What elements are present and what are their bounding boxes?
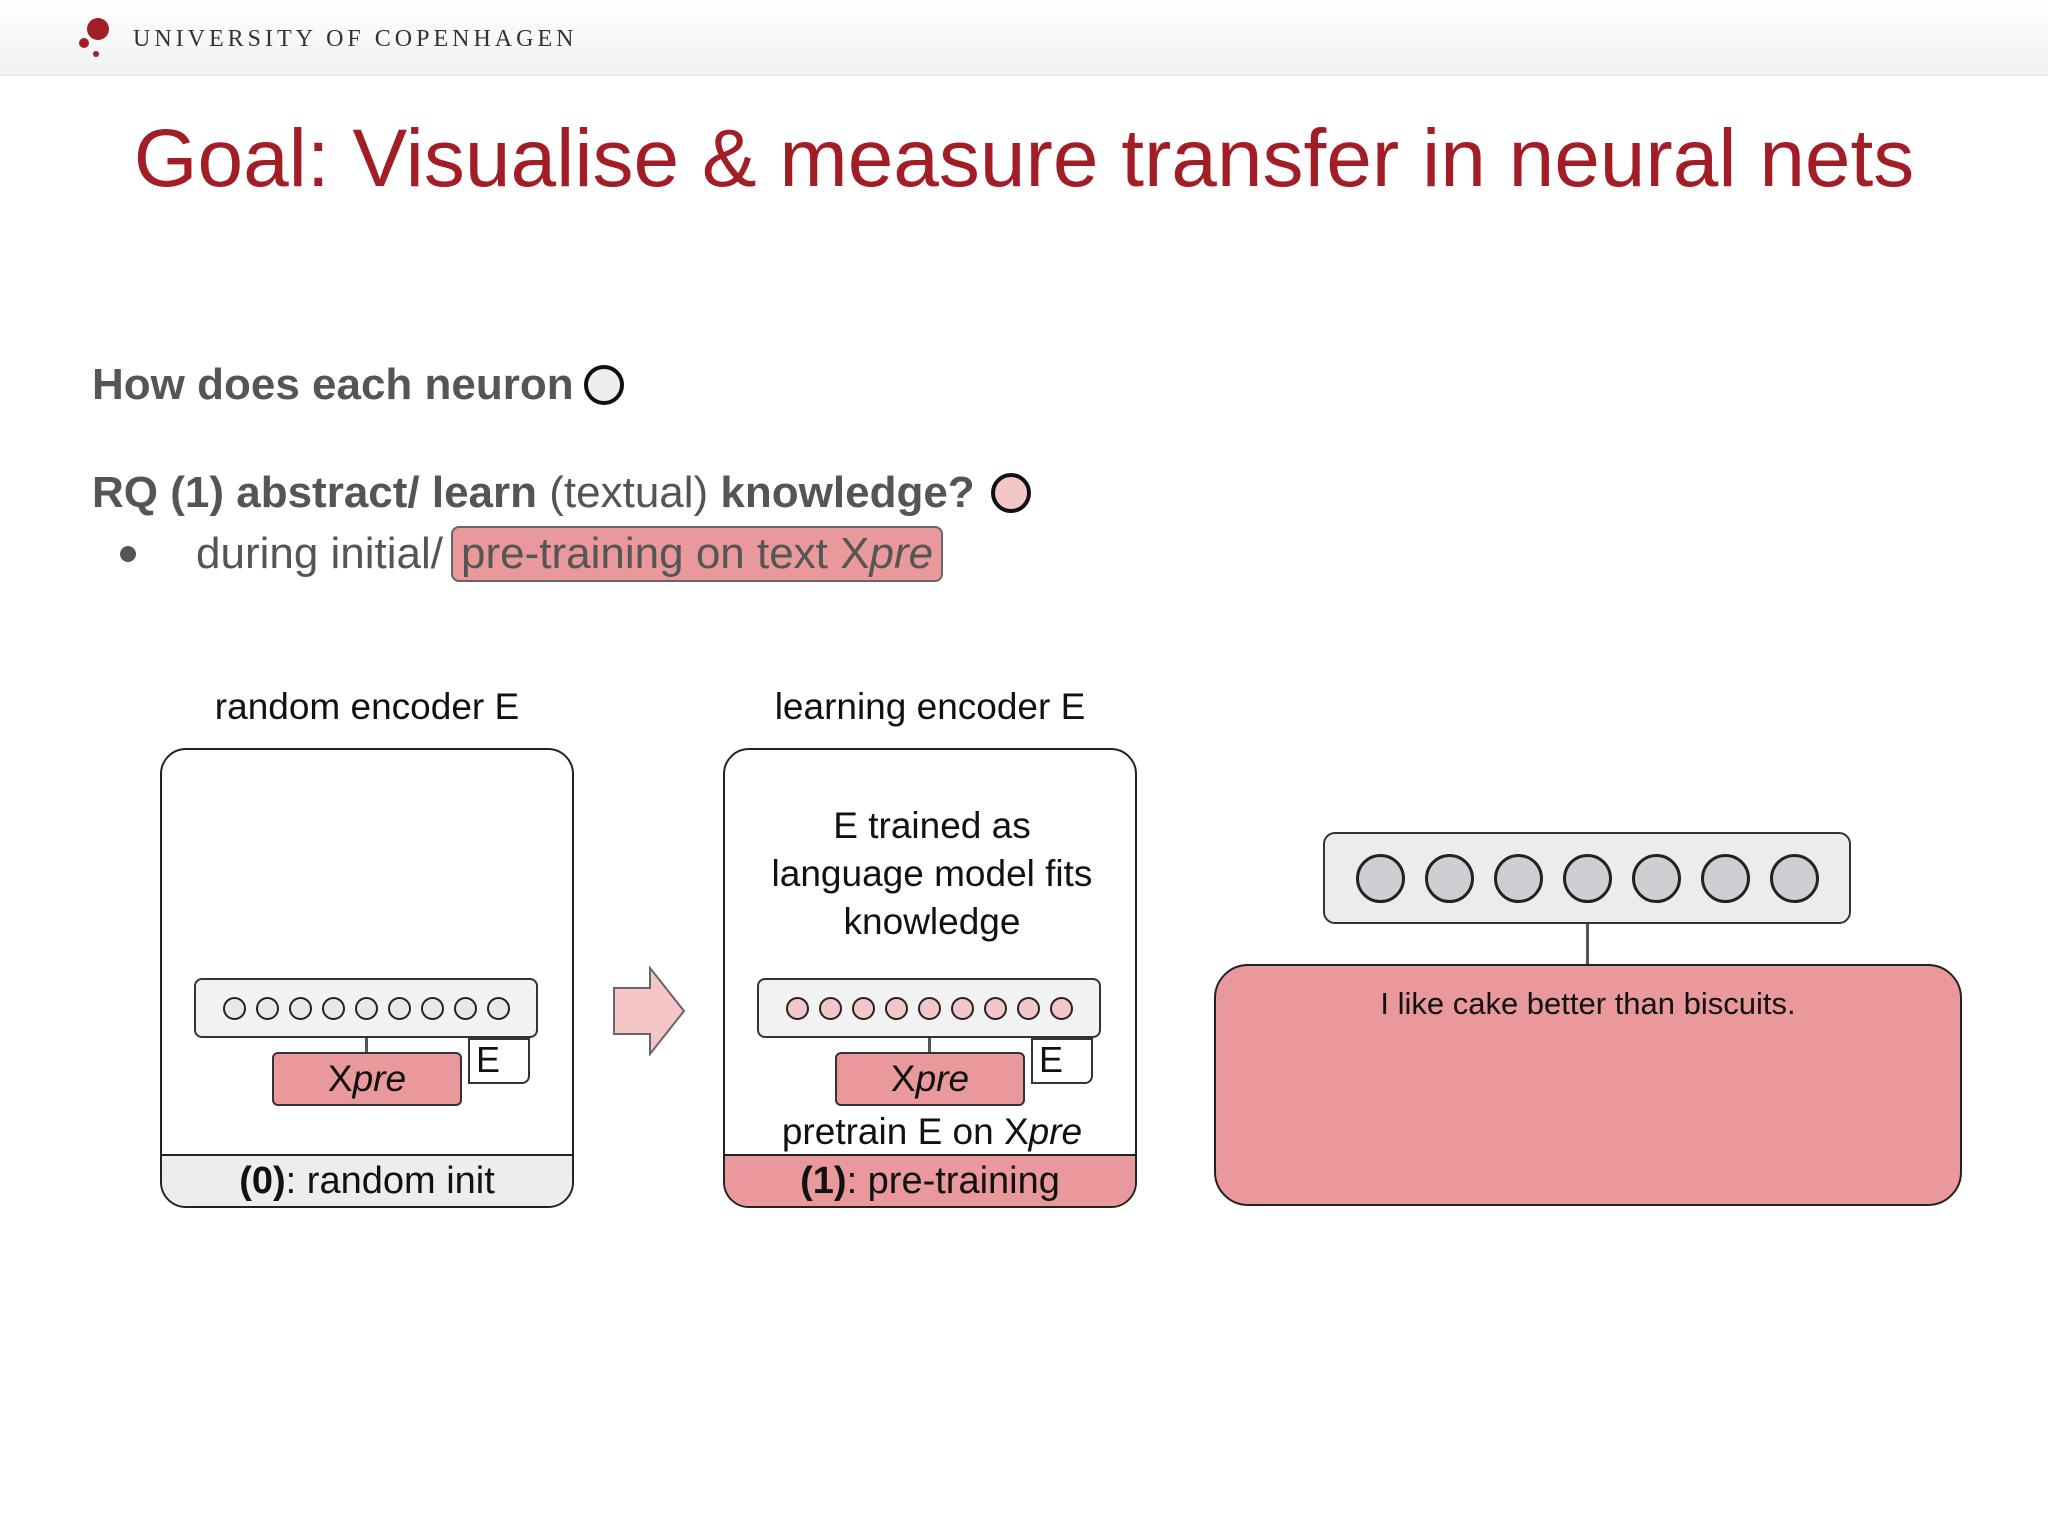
neuron-icon [486,996,510,1020]
neuron-icon [288,996,312,1020]
neuron-icon [354,996,378,1020]
footer-step-text: : pre-training [846,1160,1060,1202]
neuron-icon [1769,853,1819,903]
caption-text: pretrain E on X [781,1111,1029,1152]
desc-line-3: knowledge [843,901,1021,942]
panel-2-neuron-layer [1323,832,1851,924]
panel-1-description: E trained as language model fits knowled… [725,802,1135,946]
right-arrow-icon [613,966,686,1056]
footer-step-text: : random init [285,1160,495,1202]
university-name: UNIVERSITY OF COPENHAGEN [133,26,578,52]
panel-1-caption: pretrain E on Xpre [725,1108,1135,1156]
pretraining-highlight: pre-training on text Xpre [451,526,944,582]
xpre-label: X [327,1058,353,1099]
bullet-prefix: during initial/ [196,529,444,578]
neuron-gray-icon [583,365,624,405]
panel-1-input-xpre: Xpre [835,1052,1025,1106]
panel-1-pretraining: E trained as language model fits knowled… [723,748,1137,1208]
panel-0-neuron-layer [194,978,538,1038]
desc-line-1: E trained as [833,805,1031,846]
neuron-icon [387,996,411,1020]
highlight-text: pre-training on text X [461,529,870,578]
ku-seal-dots-icon [79,18,109,57]
footer-step-number: (0) [239,1160,286,1202]
neuron-icon [1355,853,1405,903]
panel-2-sentence-box: I like cake better than biscuits. [1214,964,1962,1206]
connector-line [365,1038,368,1054]
neuron-icon [255,996,279,1020]
neuron-icon [851,996,875,1020]
connector-line [1586,924,1589,964]
neuron-icon [818,996,842,1020]
panel-1-heading: learning encoder E [774,686,1086,727]
neuron-icon [884,996,908,1020]
example-sentence: I like cake better than biscuits. [1380,986,1796,1021]
neuron-icon [420,996,444,1020]
panel-0-heading: random encoder E [214,686,520,727]
rq-bold-part1: RQ (1) abstract/ learn [92,468,538,517]
neuron-icon [1700,853,1750,903]
neuron-icon [950,996,974,1020]
neuron-icon [1016,996,1040,1020]
connector-line [928,1038,931,1054]
neuron-icon [917,996,941,1020]
xpre-label: X [890,1058,916,1099]
slide-title: Goal: Visualise & measure transfer in ne… [133,113,1915,204]
neuron-pink-icon [990,473,1031,513]
xpre-italic: pre [915,1058,970,1099]
question-line-1-text: How does each neuron [92,360,574,409]
neuron-icon [1562,853,1612,903]
caption-italic: pre [1028,1111,1083,1152]
footer-step-number: (1) [800,1160,847,1202]
neuron-icon [222,996,246,1020]
neuron-icon [453,996,477,1020]
neuron-icon [1631,853,1681,903]
panel-1-neuron-layer [757,978,1101,1038]
question-line-1: How does each neuron [92,360,624,410]
question-line-2: RQ (1) abstract/ learn (textual) knowled… [92,468,1031,518]
highlight-italic: pre [869,529,934,578]
panel-0-footer: (0): random init [162,1154,572,1206]
rq-normal-part: (textual) [537,468,721,517]
xpre-italic: pre [352,1058,407,1099]
bullet-item: during initial/ pre-training on text Xpr… [120,526,944,582]
neuron-icon [1424,853,1474,903]
slide-header: UNIVERSITY OF COPENHAGEN [0,0,2048,76]
desc-line-2: language model fits [771,853,1093,894]
panel-1-footer: (1): pre-training [725,1154,1135,1206]
bullet-dot-icon [120,546,136,562]
neuron-icon [321,996,345,1020]
panel-1-encoder-tab: E [1031,1038,1093,1084]
panel-0-random-init: E Xpre (0): random init [160,748,574,1208]
neuron-icon [1493,853,1543,903]
neuron-icon [1049,996,1073,1020]
rq-bold-part2: knowledge? [720,468,975,517]
panel-0-encoder-tab: E [468,1038,530,1084]
panel-0-input-xpre: Xpre [272,1052,462,1106]
neuron-icon [785,996,809,1020]
neuron-icon [983,996,1007,1020]
